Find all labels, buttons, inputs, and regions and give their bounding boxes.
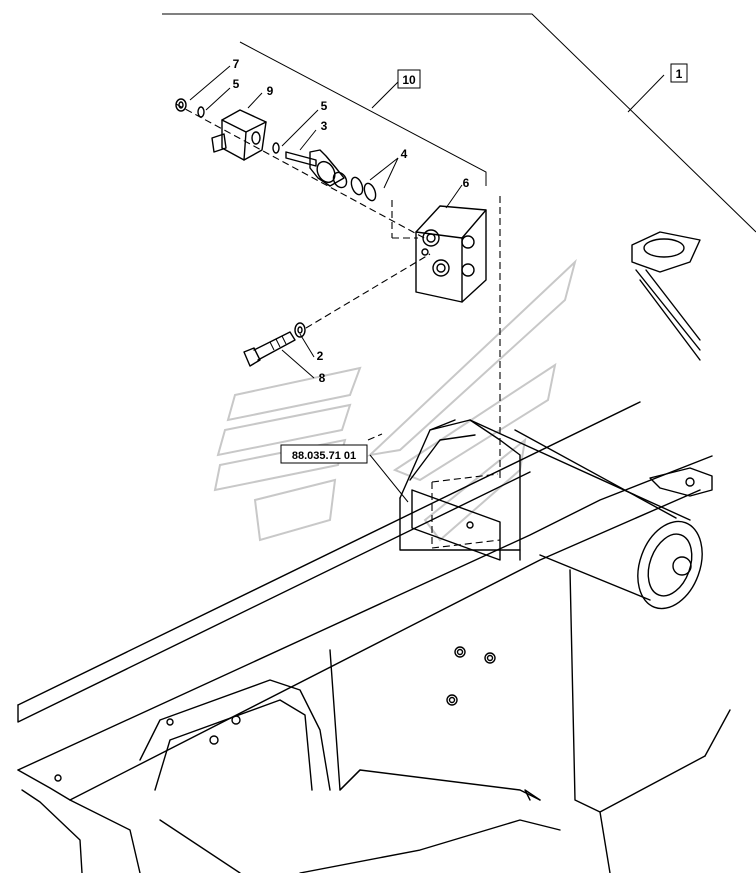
callout-3: 3 bbox=[321, 119, 328, 133]
cartridge-valve-part-3 bbox=[285, 149, 348, 189]
callout-box-10 bbox=[397, 69, 421, 89]
callout-labels: 1 10 7 5 9 5 3 4 6 2 8 bbox=[233, 57, 688, 385]
plug-part-7 bbox=[175, 98, 187, 112]
callout-1: 1 bbox=[676, 67, 683, 81]
watermark-logo bbox=[213, 258, 577, 542]
callout-8: 8 bbox=[319, 371, 326, 385]
assembly-boundary-1 bbox=[162, 13, 756, 233]
callout-2: 2 bbox=[317, 349, 324, 363]
callout-9: 9 bbox=[267, 84, 274, 98]
valve-block-part-6 bbox=[415, 205, 487, 303]
callout-box-1 bbox=[670, 63, 688, 83]
callout-5-lower: 5 bbox=[321, 99, 328, 113]
callout-6: 6 bbox=[463, 176, 470, 190]
mounting-plate bbox=[631, 231, 713, 497]
callout-10: 10 bbox=[402, 73, 416, 87]
callout-7: 7 bbox=[233, 57, 240, 71]
chassis-frame bbox=[17, 401, 731, 873]
reference-label-text: 88.035.71 01 bbox=[292, 450, 356, 462]
callout-5-upper: 5 bbox=[233, 77, 240, 91]
cylinder-assembly bbox=[399, 419, 703, 610]
reference-label: 88.035.71 01 bbox=[280, 444, 368, 464]
o-rings bbox=[197, 106, 377, 202]
callout-4: 4 bbox=[401, 147, 408, 161]
bolt-part-8 bbox=[243, 331, 296, 367]
adapter-block-part-9 bbox=[211, 109, 267, 161]
assembly-dash-lines bbox=[175, 103, 501, 549]
assembly-boundary-10 bbox=[239, 41, 487, 186]
washer-part-2 bbox=[294, 322, 306, 338]
